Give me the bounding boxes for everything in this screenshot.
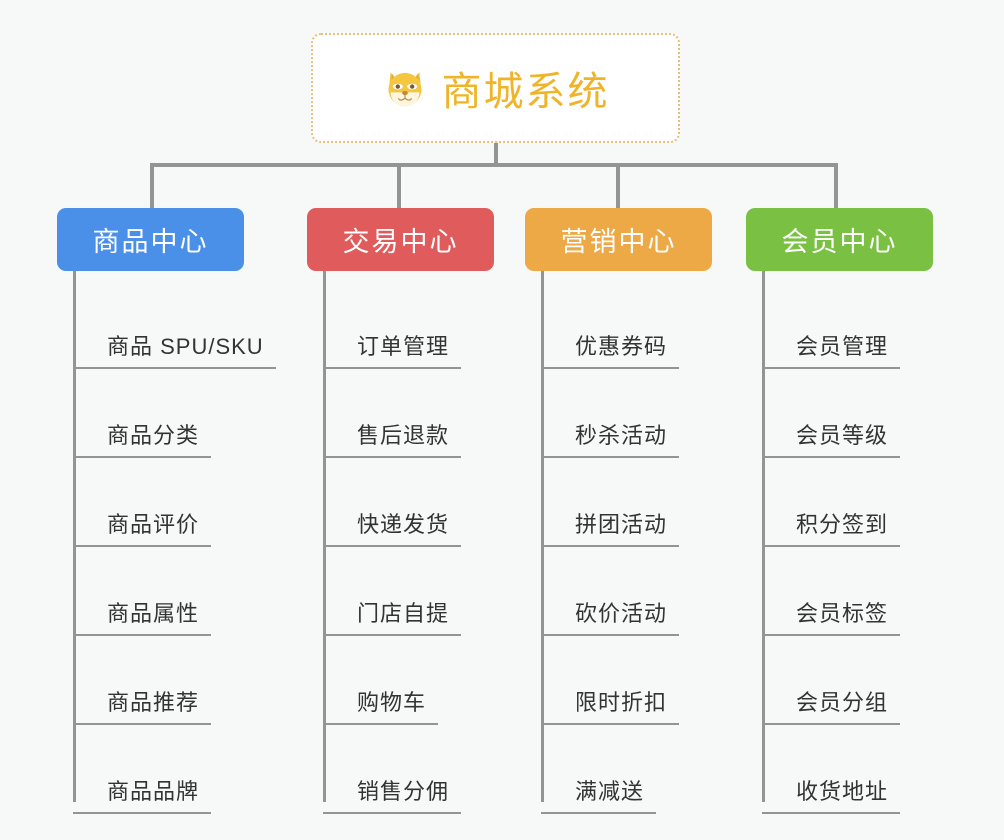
list-item[interactable]: 购物车 (323, 636, 537, 725)
list-item[interactable]: 商品推荐 (73, 636, 317, 725)
connector-drop-2 (397, 163, 401, 210)
list-item[interactable]: 积分签到 (762, 458, 976, 547)
leaf-label: 满减送 (541, 774, 657, 814)
branch-header-member-center[interactable]: 会员中心 (746, 208, 933, 271)
list-item[interactable]: 商品属性 (73, 547, 317, 636)
leaf-label: 销售分佣 (323, 774, 462, 814)
list-item[interactable]: 销售分佣 (323, 725, 537, 814)
leaf-list-product-center: 商品 SPU/SKU 商品分类 商品评价 商品属性 商品推荐 商品品牌 (57, 280, 317, 814)
leaf-label: 购物车 (323, 685, 439, 725)
list-item[interactable]: 商品品牌 (73, 725, 317, 814)
list-item[interactable]: 拼团活动 (541, 458, 755, 547)
list-item[interactable]: 满减送 (541, 725, 755, 814)
list-item[interactable]: 秒杀活动 (541, 369, 755, 458)
list-item[interactable]: 售后退款 (323, 369, 537, 458)
list-item[interactable]: 会员标签 (762, 547, 976, 636)
connector-spine-4 (762, 271, 765, 802)
list-item[interactable]: 砍价活动 (541, 547, 755, 636)
connector-spine-3 (541, 271, 544, 802)
shiba-dog-face-icon (382, 65, 428, 111)
leaf-label: 商品评价 (73, 507, 212, 547)
list-item[interactable]: 会员等级 (762, 369, 976, 458)
connector-drop-1 (150, 163, 154, 210)
connector-drop-4 (834, 163, 838, 210)
leaf-list-marketing-center: 优惠券码 秒杀活动 拼团活动 砍价活动 限时折扣 满减送 (525, 280, 755, 814)
branch-column-trade-center: 交易中心 订单管理 售后退款 快递发货 门店自提 购物车 销售分佣 (307, 208, 537, 814)
root-title: 商城系统 (441, 70, 610, 114)
leaf-label: 商品推荐 (73, 685, 212, 725)
leaf-label: 会员标签 (762, 596, 901, 636)
leaf-label: 限时折扣 (541, 685, 680, 725)
branch-header-marketing-center[interactable]: 营销中心 (525, 208, 712, 271)
connector-drop-3 (616, 163, 620, 210)
leaf-label: 砍价活动 (541, 596, 680, 636)
leaf-label: 会员管理 (762, 329, 901, 369)
leaf-label: 商品品牌 (73, 774, 212, 814)
branch-header-product-center[interactable]: 商品中心 (57, 208, 244, 271)
list-item[interactable]: 商品评价 (73, 458, 317, 547)
list-item[interactable]: 会员管理 (762, 280, 976, 369)
branch-column-product-center: 商品中心 商品 SPU/SKU 商品分类 商品评价 商品属性 商品推荐 商品品牌 (57, 208, 317, 814)
leaf-label: 会员分组 (762, 685, 901, 725)
leaf-label: 收货地址 (762, 774, 901, 814)
list-item[interactable]: 收货地址 (762, 725, 976, 814)
leaf-label: 门店自提 (323, 596, 462, 636)
leaf-label: 优惠券码 (541, 329, 680, 369)
leaf-label: 快递发货 (323, 507, 462, 547)
root-node-shopping-mall-system[interactable]: 商城系统 (311, 33, 680, 143)
list-item[interactable]: 商品分类 (73, 369, 317, 458)
leaf-label: 售后退款 (323, 418, 462, 458)
connector-root-stem (494, 143, 498, 165)
leaf-label: 积分签到 (762, 507, 901, 547)
leaf-label: 商品分类 (73, 418, 212, 458)
branch-header-trade-center[interactable]: 交易中心 (307, 208, 494, 271)
list-item[interactable]: 会员分组 (762, 636, 976, 725)
leaf-label: 秒杀活动 (541, 418, 680, 458)
connector-spine-2 (323, 271, 326, 802)
leaf-label: 商品属性 (73, 596, 212, 636)
branch-column-marketing-center: 营销中心 优惠券码 秒杀活动 拼团活动 砍价活动 限时折扣 满减送 (525, 208, 755, 814)
leaf-label: 商品 SPU/SKU (73, 329, 276, 369)
list-item[interactable]: 商品 SPU/SKU (73, 280, 317, 369)
leaf-label: 拼团活动 (541, 507, 680, 547)
branch-column-member-center: 会员中心 会员管理 会员等级 积分签到 会员标签 会员分组 收货地址 (746, 208, 976, 814)
list-item[interactable]: 快递发货 (323, 458, 537, 547)
leaf-list-member-center: 会员管理 会员等级 积分签到 会员标签 会员分组 收货地址 (746, 280, 976, 814)
leaf-label: 会员等级 (762, 418, 901, 458)
list-item[interactable]: 订单管理 (323, 280, 537, 369)
list-item[interactable]: 优惠券码 (541, 280, 755, 369)
leaf-label: 订单管理 (323, 329, 462, 369)
connector-spine-1 (73, 271, 76, 802)
leaf-list-trade-center: 订单管理 售后退款 快递发货 门店自提 购物车 销售分佣 (307, 280, 537, 814)
list-item[interactable]: 门店自提 (323, 547, 537, 636)
list-item[interactable]: 限时折扣 (541, 636, 755, 725)
connector-horizontal-bus (150, 163, 836, 167)
